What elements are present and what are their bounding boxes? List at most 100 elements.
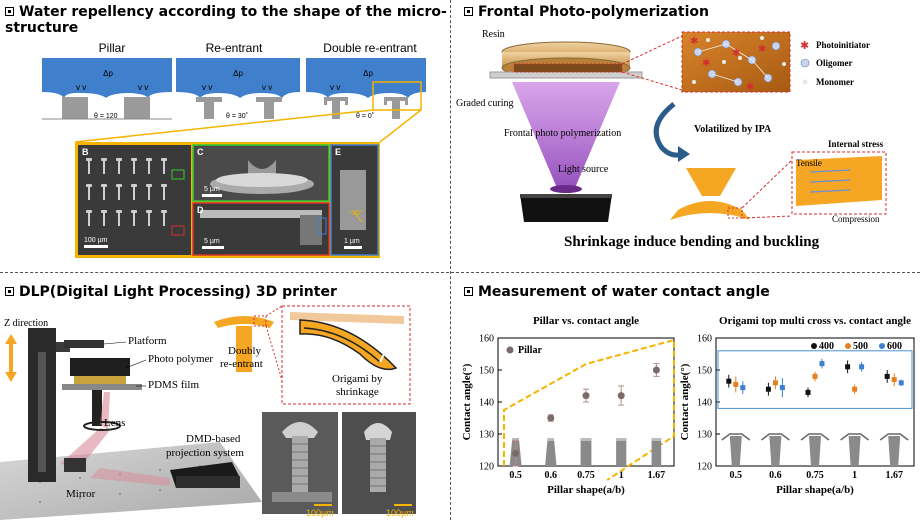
monomer-icon — [802, 79, 808, 85]
light-source — [520, 194, 612, 222]
scale-bar-sem1: 100μm — [306, 508, 334, 518]
pillar-sketch-top — [512, 438, 519, 441]
dlp-printer-diagram: Z direction Platform Photo polymer PDMS … — [0, 305, 416, 520]
data-point — [652, 366, 660, 374]
svg-text:v v: v v — [202, 83, 212, 92]
data-point — [845, 364, 851, 370]
x-tick-label: 1.67 — [885, 470, 903, 481]
data-point — [805, 389, 811, 395]
svg-text:v v: v v — [138, 83, 148, 92]
scale-bar-e: 1 µm — [344, 238, 360, 245]
light-cone — [512, 82, 620, 188]
funnel-cap — [686, 168, 736, 196]
pillar-sketch — [651, 438, 662, 466]
curved-arrow-icon — [653, 102, 683, 158]
y-tick-label: 120 — [697, 462, 712, 473]
pillar-sketch-cap — [840, 433, 870, 441]
data-point — [859, 364, 865, 370]
delta-p-label: Δp — [103, 69, 113, 78]
title-text: Frontal Photo-polymerization — [478, 4, 709, 20]
y-tick-label: 130 — [479, 430, 494, 441]
scale-bar-b: 100 µm — [84, 237, 108, 244]
micrograph-label-d: D — [197, 205, 204, 215]
section-divider-vertical — [450, 0, 451, 520]
platform-label: Platform — [128, 335, 167, 347]
pdms-label: PDMS film — [148, 379, 199, 391]
angle-label-e: ~85° — [348, 209, 363, 217]
mirror-label: Mirror — [66, 488, 96, 500]
y-tick-label: 140 — [697, 398, 712, 409]
micrograph-label-b: B — [82, 147, 89, 157]
checkbox-square-icon — [5, 7, 14, 16]
svg-text:v v: v v — [330, 83, 340, 92]
data-point — [765, 386, 771, 392]
y-tick-label: 160 — [697, 334, 712, 345]
pillar-sketch — [769, 436, 782, 466]
shape-label-reentrant: Re-entrant — [206, 41, 263, 55]
platform-arm — [64, 340, 104, 348]
lens — [83, 421, 121, 431]
legend-marker — [506, 346, 514, 354]
x-tick-label: 0.75 — [577, 470, 595, 481]
pillar-sketch — [729, 436, 742, 466]
svg-text:✱: ✱ — [702, 58, 710, 69]
section-divider-horizontal — [0, 272, 920, 273]
highlight-outline — [503, 338, 675, 481]
svg-text:✱: ✱ — [690, 36, 698, 47]
legend-photoinitiator: Photoinitiator — [816, 40, 870, 50]
delta-p-label: Δp — [363, 69, 373, 78]
frontal-label: Frontal photo polymerization — [504, 128, 621, 139]
svg-text:✱: ✱ — [732, 48, 740, 59]
data-point — [772, 380, 778, 386]
pillar-sketch-top — [616, 438, 627, 441]
pillar-sketch-cap — [800, 433, 830, 441]
chart-origami-contact-angle: Origami top multi cross vs. contact angl… — [679, 315, 915, 496]
x-tick-label: 0.6 — [545, 470, 558, 481]
compression-label: Compression — [832, 214, 880, 224]
projection-label: projection system — [166, 447, 244, 459]
glass-plate — [489, 71, 643, 79]
oligomer-icon — [800, 58, 810, 68]
title-line2: structure — [5, 20, 79, 36]
x-tick-label: 1.67 — [648, 470, 666, 481]
svg-text:v v: v v — [262, 83, 272, 92]
shrinkage-caption: Shrinkage induce bending and buckling — [564, 234, 820, 250]
data-point — [740, 385, 746, 391]
checkbox-square-icon — [464, 7, 473, 16]
data-point — [617, 392, 625, 400]
title-text: DLP(Digital Light Processing) 3D printer — [19, 284, 337, 300]
pillar-sketch-cap — [760, 433, 790, 441]
pillar-sketch — [888, 436, 901, 466]
x-axis-label: Pillar shape(a/b) — [547, 484, 625, 496]
panel-contact-angle-title: Measurement of water contact angle — [464, 284, 770, 300]
title-line1: Water repellency according to the shape … — [19, 4, 447, 20]
y-tick-label: 150 — [479, 366, 494, 377]
legend-label: 500 — [853, 341, 868, 352]
svg-text:v v: v v — [76, 83, 86, 92]
chart-title: Pillar vs. contact angle — [533, 315, 639, 327]
x-tick-label: 0.75 — [806, 470, 824, 481]
shape-label-double-reentrant: Double re-entrant — [323, 41, 417, 55]
data-point — [884, 373, 890, 379]
micrograph-label-e: E — [335, 147, 341, 157]
angle-label-double: θ = 0˚ — [356, 112, 374, 120]
pillar-sketch — [616, 438, 627, 466]
y-tick-label: 160 — [479, 334, 494, 345]
data-point — [779, 385, 785, 391]
frontal-photopolymerization-diagram: Resin Graded curing Frontal photo polyme… — [456, 29, 887, 250]
legend-marker — [811, 343, 817, 349]
checkbox-square-icon — [5, 287, 14, 296]
data-point — [819, 361, 825, 367]
origami-label-1: Origami by — [332, 373, 383, 385]
legend-label: 600 — [887, 341, 902, 352]
y-tick-label: 130 — [697, 430, 712, 441]
data-point — [898, 380, 904, 386]
micrograph-label-c: C — [197, 147, 204, 157]
zoom-box — [372, 81, 422, 111]
light-source-label: Light source — [558, 164, 609, 175]
x-tick-label: 1 — [619, 470, 624, 481]
doubly-label-1: Doubly — [228, 345, 262, 357]
doubly-reentrant-shape — [214, 315, 274, 372]
volatilized-label: Volatilized by IPA — [694, 124, 772, 135]
water-repellency-diagram: Pillar Re-entrant Double re-entrant Δp v… — [42, 41, 426, 258]
